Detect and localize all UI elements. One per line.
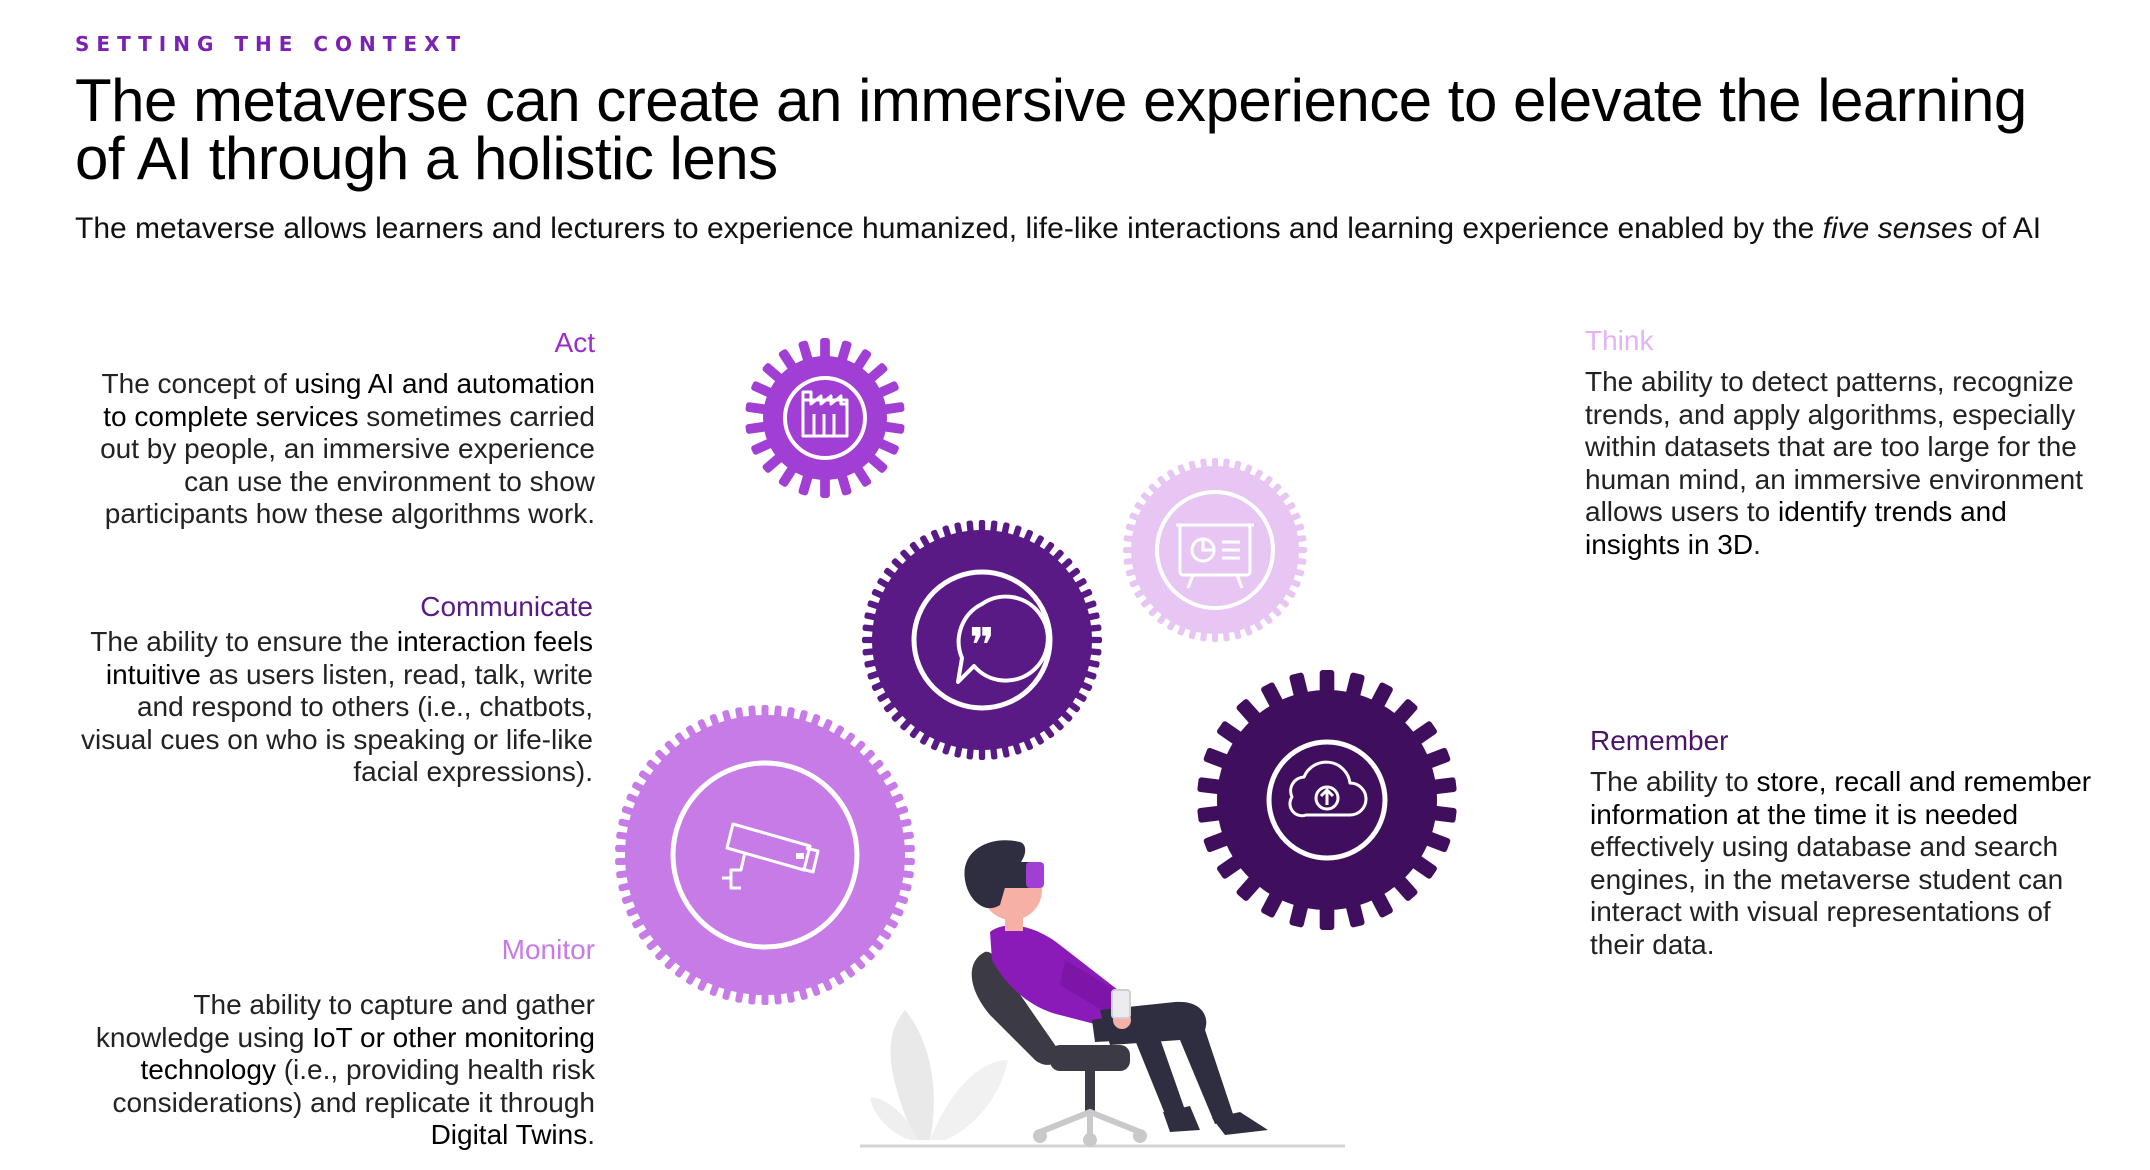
sense-communicate-description: The ability to ensure the interaction fe…	[80, 626, 593, 789]
text: (i.e., providing health risk considerati…	[112, 1054, 595, 1118]
sense-monitor: Monitor The ability to capture and gathe…	[80, 933, 595, 1152]
presentation-chart-icon	[1176, 523, 1254, 589]
text: The ability to	[1590, 766, 1757, 797]
sense-think-description: The ability to detect patterns, recogniz…	[1585, 366, 2105, 561]
highlight: interaction feels intuitive	[105, 626, 593, 690]
quote-bubble-icon: ❞	[956, 594, 1050, 684]
person-in-vr-illustration	[860, 840, 1345, 1148]
sense-act: Act The concept of using AI and automati…	[80, 326, 595, 531]
text: The ability to capture and gather knowle…	[95, 989, 595, 1053]
svg-text:❞: ❞	[969, 618, 995, 674]
sense-communicate: Communicate The ability to ensure the in…	[80, 590, 593, 789]
security-camera-icon	[722, 822, 820, 890]
sense-act-description: The concept of using AI and automation t…	[80, 368, 595, 531]
text: The concept of	[101, 368, 295, 399]
factory-icon	[801, 390, 849, 438]
text: effectively using database and search en…	[1590, 831, 2064, 960]
gear-body	[872, 530, 1092, 750]
sense-act-title: Act	[554, 327, 595, 358]
text: as users listen, read, talk, write and r…	[80, 658, 593, 788]
page-subtitle: The metaverse allows learners and lectur…	[75, 212, 2041, 246]
text: The ability to ensure the	[90, 626, 397, 657]
highlight: using AI and automation to complete serv…	[103, 368, 595, 432]
gear-tooth	[820, 474, 830, 498]
sense-monitor-title: Monitor	[501, 934, 595, 965]
text: The ability to detect patterns, recogniz…	[1585, 366, 2083, 527]
subtitle-text-pre: The metaverse allows learners and lectur…	[75, 212, 1823, 245]
sense-think: Think The ability to detect patterns, re…	[1585, 324, 2105, 561]
highlight: identify trends and insights in 3D	[1585, 496, 2007, 560]
sense-remember-title: Remember	[1590, 725, 1729, 756]
gear-ring	[1155, 490, 1275, 610]
gear-communicate	[862, 520, 1102, 760]
gear-ring	[1266, 739, 1388, 861]
subtitle-text-post: of AI	[1972, 212, 2042, 245]
gear-tooth	[1319, 904, 1335, 930]
gear-tooth	[1319, 670, 1335, 696]
sense-remember: Remember The ability to store, recall an…	[1590, 724, 2110, 961]
section-eyebrow: SETTING THE CONTEXT	[75, 32, 468, 56]
gear-ring	[670, 760, 860, 950]
gear-monitor	[615, 705, 915, 1005]
highlight: IoT or other monitoring technology	[140, 1021, 595, 1086]
sense-communicate-title: Communicate	[420, 591, 593, 622]
gear-ring	[911, 569, 1053, 711]
page-title: The metaverse can create an immersive ex…	[75, 67, 2027, 192]
text: .	[1753, 528, 1761, 560]
gear-tooth	[820, 338, 830, 362]
sense-remember-description: The ability to store, recall and remembe…	[1590, 766, 2110, 961]
highlight: Digital Twins	[430, 1119, 588, 1150]
sense-think-title: Think	[1585, 325, 1654, 356]
highlight: store, recall and remember information a…	[1590, 766, 2092, 830]
cloud-upload-icon	[1288, 760, 1368, 818]
gear-body	[625, 715, 905, 995]
text: sometimes carried out by people, an imme…	[100, 400, 595, 530]
text: .	[587, 1119, 595, 1150]
subtitle-emphasis: five senses	[1822, 212, 1973, 245]
gear-ring	[783, 376, 867, 460]
sense-monitor-description: The ability to capture and gather knowle…	[80, 989, 595, 1152]
